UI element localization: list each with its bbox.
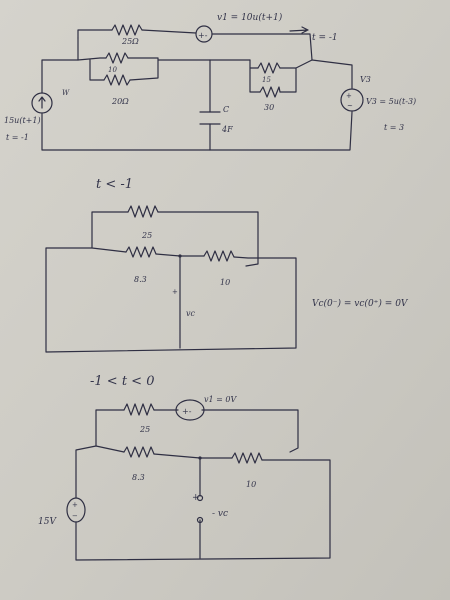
svg-text:−: − <box>72 512 78 520</box>
d1-resistor-20 <box>103 74 131 86</box>
d1-r-low-label: 20Ω <box>111 97 129 106</box>
d2-node <box>178 254 182 258</box>
d3-resistor-10 <box>231 452 263 464</box>
svg-text:+: + <box>346 92 352 100</box>
d3-vc-plus: + <box>192 493 200 503</box>
d1-parallel-wires <box>77 57 251 81</box>
d1-cap-value: 4F <box>221 125 233 134</box>
svg-text:+-: +- <box>182 407 192 416</box>
d3-r-mid-label: 8.3 <box>132 473 145 482</box>
d2-vc-plus: + <box>172 288 178 296</box>
d3-r-top-label: 25 <box>139 425 150 434</box>
d2-r-top-label: 25 <box>141 231 152 240</box>
d3-src-top-label: v1 = 0V <box>204 395 237 404</box>
d1-resistor-25ohm <box>111 24 143 36</box>
svg-text:~: ~ <box>347 102 353 110</box>
d2-vc-label: vc <box>186 309 196 318</box>
d1-top-wire <box>77 29 313 61</box>
d1-cap-name: C <box>223 105 229 114</box>
d3-r-right-label: 10 <box>246 480 256 489</box>
d1-source-v1: +- <box>195 25 213 43</box>
d3-vc-label: - vc <box>212 509 228 519</box>
d3-source-v1: +- <box>175 399 205 421</box>
circuit-diagram-1: 25Ω +- v1 = 10u(t+1) t = -1 15u(t+1) t =… <box>4 12 416 151</box>
d1-r-right-a-label: 15 <box>262 76 271 84</box>
d1-src-left-label: 15u(t+1) <box>4 116 41 125</box>
d1-src-right-time: t = 3 <box>384 123 404 132</box>
d1-source-left <box>31 92 53 114</box>
section2-heading: t < -1 <box>96 177 133 192</box>
d2-r-mid-label: 8.3 <box>134 275 147 284</box>
d1-resistor-10 <box>105 52 129 64</box>
d1-src-left-time: t = -1 <box>6 133 29 142</box>
d3-vc-terminals <box>196 494 204 524</box>
d2-resistor-25 <box>127 205 159 218</box>
section2-ic-note: Vc(0⁻) = vc(0⁺) = 0V <box>312 298 409 309</box>
d1-src-right-label: V3 = 5u(t-3) <box>366 97 416 106</box>
d3-resistor-25 <box>123 403 155 416</box>
d3-source-left: + − <box>66 497 86 523</box>
d1-src-left-mark: W <box>62 89 70 97</box>
circuit-diagram-3: 25 +- v1 = 0V 8.3 10 + - vc + − 15V <box>38 395 331 561</box>
svg-text:+-: +- <box>198 31 208 40</box>
d1-r-mid-label: 10 <box>108 66 117 74</box>
d1-src-right-name: V3 <box>360 75 371 84</box>
d3-src-left-label: 15V <box>38 517 57 527</box>
d2-resistor-8 <box>125 246 157 258</box>
d1-r-top-label: 25Ω <box>121 37 139 46</box>
circuit-diagram-2: 25 8.3 10 + vc <box>45 205 297 353</box>
d2-resistor-10 <box>203 250 235 262</box>
d1-arrow <box>289 26 309 34</box>
d1-src-top-time: t = -1 <box>312 33 338 43</box>
d2-r-right-label: 10 <box>220 278 230 287</box>
d1-resistor-30 <box>259 86 281 98</box>
d1-src-top-label: v1 = 10u(t+1) <box>217 12 283 23</box>
svg-text:+: + <box>72 501 78 509</box>
d1-resistor-15 <box>257 62 281 74</box>
d3-resistor-8 <box>123 446 155 458</box>
section3-heading: -1 < t < 0 <box>90 374 154 389</box>
d1-r-right-b-label: 30 <box>264 103 274 112</box>
d1-source-v3: + ~ <box>340 88 364 112</box>
d1-right-wires <box>249 59 313 93</box>
d1-capacitor <box>199 111 221 125</box>
d3-node <box>198 456 202 460</box>
d1-left-wire <box>41 37 353 151</box>
